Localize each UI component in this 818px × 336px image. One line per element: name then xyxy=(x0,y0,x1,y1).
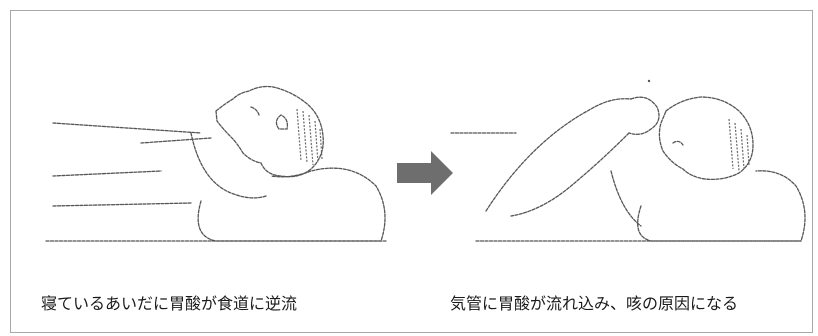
pillow-outline xyxy=(197,167,386,242)
coughing-person-illustration xyxy=(450,96,806,242)
forearm-outline xyxy=(510,132,630,217)
caption-cough: 気管に胃酸が流れ込み、咳の原因になる xyxy=(450,294,739,313)
body-line xyxy=(52,170,162,177)
arm-outline xyxy=(485,98,632,212)
mouth-outline xyxy=(672,140,684,146)
ear-outline xyxy=(275,114,289,130)
body-line xyxy=(52,202,192,207)
caption-reflux: 寝ているあいだに胃酸が食道に逆流 xyxy=(41,294,298,313)
face-detail xyxy=(250,106,260,116)
coughing-person-hair xyxy=(728,118,750,172)
body-line xyxy=(140,137,212,144)
body-line xyxy=(52,122,202,134)
acid-reflux-illustration xyxy=(45,79,806,242)
lying-person-illustration xyxy=(45,85,387,242)
pillow-outline xyxy=(637,170,806,242)
torso-outline xyxy=(610,170,642,227)
lying-person-hair xyxy=(296,108,323,166)
hand-outline xyxy=(628,96,660,135)
figure-frame: 寝ているあいだに胃酸が食道に逆流 気管に胃酸が流れ込み、咳の原因になる xyxy=(10,10,813,333)
head-outline xyxy=(658,96,754,181)
shoulder-outline xyxy=(190,132,267,199)
cough-spray-dot xyxy=(647,79,651,83)
head-outline xyxy=(215,85,324,178)
arrow-right-icon xyxy=(397,151,453,195)
